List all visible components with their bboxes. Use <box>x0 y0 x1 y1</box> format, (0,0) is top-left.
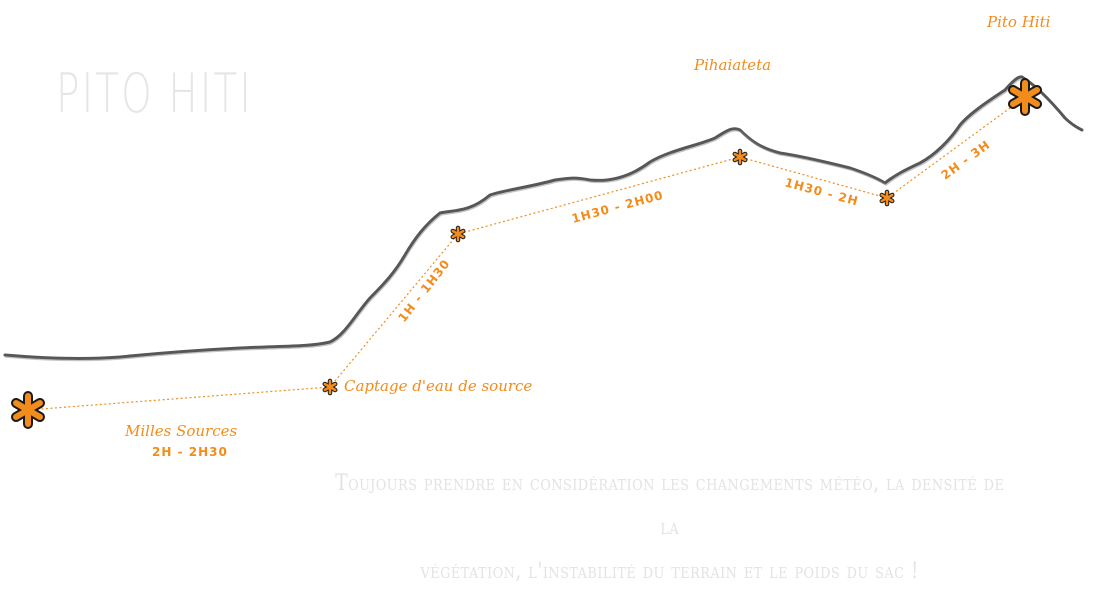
asterisk-icon <box>732 148 748 166</box>
route-profile-svg: Milles Sources Captage d'eau de source P… <box>3 13 1084 459</box>
place-label-pihaiateta: Pihaiateta <box>693 56 771 74</box>
place-label-captage: Captage d'eau de source <box>344 377 532 395</box>
asterisk-icon <box>1008 78 1042 116</box>
asterisk-icon <box>11 391 45 429</box>
asterisk-icon <box>879 189 895 207</box>
duration-label-leg4: 1H30 - 2H <box>783 175 860 208</box>
duration-label-leg1: 2H - 2H30 <box>152 445 228 459</box>
duration-label-leg3: 1H30 - 2H00 <box>570 188 665 226</box>
ridge-line <box>3 75 1084 360</box>
place-label-pito-hiti: Pito Hiti <box>986 13 1051 31</box>
duration-label-leg2: 1H - 1H30 <box>395 256 453 324</box>
place-label-milles-sources: Milles Sources <box>124 422 238 440</box>
safety-note: Toujours prendre en considération les ch… <box>330 462 1009 594</box>
asterisk-icon <box>322 378 338 396</box>
trail-line <box>27 96 1026 411</box>
ridge-line-shadow <box>4 78 1024 362</box>
route-profile-diagram: PITO HITI <box>3 13 1084 584</box>
page-title: PITO HITI <box>56 62 253 125</box>
safety-note-line-2: végétation, l'instabilité du terrain et … <box>420 559 919 584</box>
asterisk-icon <box>450 225 466 243</box>
safety-note-line-1: Toujours prendre en considération les ch… <box>335 471 1005 540</box>
